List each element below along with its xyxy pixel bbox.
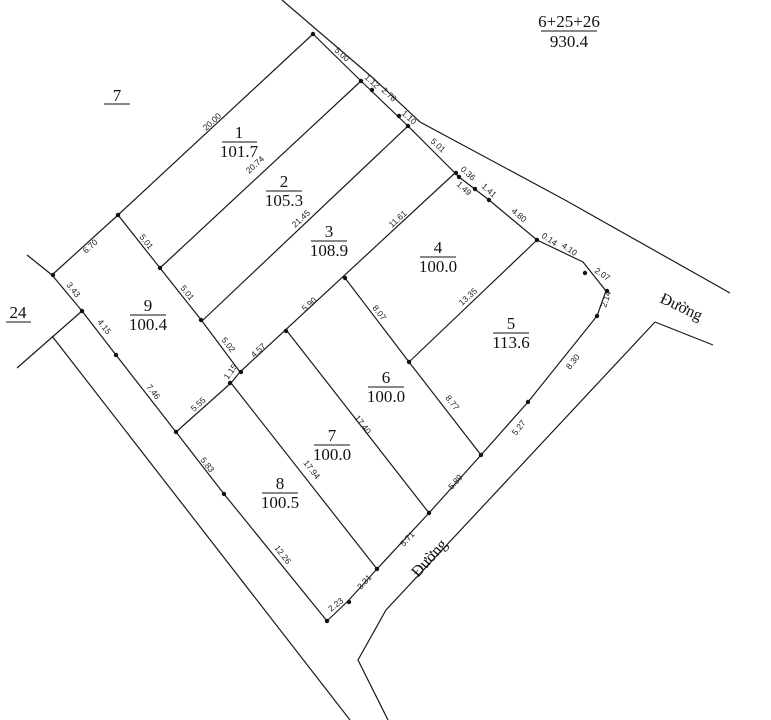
lot-area: 105.3	[265, 191, 303, 210]
survey-points	[50, 31, 610, 624]
dim-label: 7.46	[144, 382, 162, 401]
lot-2[interactable]: 2 105.3	[265, 172, 303, 210]
dim-label: 5.00	[333, 45, 352, 64]
lot-labels: 1 101.7 2 105.3 3 108.9 4 100.0 5 113.6 …	[129, 123, 530, 512]
lot-6[interactable]: 6 100.0	[367, 368, 405, 406]
dim-label: 21.45	[290, 208, 313, 230]
lot-number: 5	[507, 314, 516, 333]
dim-label: 12.26	[272, 543, 293, 566]
dim-label: 4.15	[95, 317, 113, 336]
neighbor-parcel-area: 930.4	[550, 32, 589, 51]
lot-number: 1	[235, 123, 244, 142]
lot-area: 100.4	[129, 315, 168, 334]
dim-label: 8.07	[370, 303, 388, 322]
lot-area: 113.6	[492, 333, 530, 352]
dim-label: 3.43	[64, 280, 82, 299]
lot-area: 100.0	[367, 387, 405, 406]
road-boundaries	[16, 0, 731, 720]
dim-label: 4.57	[249, 341, 268, 360]
lot-1[interactable]: 1 101.7	[220, 123, 259, 161]
neighbor-parcel-24: 24	[10, 303, 28, 322]
lot-area: 100.0	[313, 445, 351, 464]
dim-label: 17.40	[352, 413, 373, 436]
dim-label: 5.01	[429, 136, 448, 155]
lot-number: 6	[382, 368, 391, 387]
dim-label: 5.01	[137, 232, 155, 251]
lot-4[interactable]: 4 100.0	[419, 238, 457, 276]
lot-number: 4	[434, 238, 443, 257]
dim-label: 1.10	[400, 108, 419, 127]
dim-label: 1.12	[363, 72, 382, 91]
lot-area: 100.5	[261, 493, 299, 512]
dim-label: 20.00	[201, 111, 224, 133]
dim-label: 1.41	[480, 181, 499, 200]
road-label-south: Đường	[408, 536, 451, 581]
dim-label: 2.14	[598, 290, 613, 309]
lot-9[interactable]: 9 100.4	[129, 296, 168, 334]
dim-label: 5.90	[300, 295, 319, 314]
dim-label: 5.71	[398, 529, 417, 548]
neighbor-parcel-7: 7	[113, 86, 122, 105]
lot-number: 8	[276, 474, 285, 493]
dim-label: 4.80	[510, 206, 529, 224]
dim-label: 2.07	[593, 265, 613, 283]
dim-label: 6.70	[81, 237, 100, 256]
dim-label: 5.01	[178, 283, 196, 302]
dim-label: 2.23	[326, 595, 345, 613]
dim-label: 5.89	[446, 472, 465, 491]
dim-label: 5.55	[189, 395, 208, 414]
dim-label: 13.35	[457, 286, 480, 308]
lot-3[interactable]: 3 108.9	[310, 222, 348, 260]
lot-area: 101.7	[220, 142, 259, 161]
dim-label: 5.27	[510, 418, 528, 437]
lot-area: 108.9	[310, 241, 348, 260]
road-label-east: Đường	[657, 290, 705, 324]
lot-8[interactable]: 8 100.5	[261, 474, 299, 512]
lot-boundaries	[51, 33, 607, 622]
neighbor-labels: 7 24 6+25+26 930.4	[6, 12, 600, 323]
lot-number: 7	[328, 426, 337, 445]
lot-number: 9	[144, 296, 153, 315]
dim-label: 1.15	[221, 362, 239, 382]
lot-7[interactable]: 7 100.0	[313, 426, 351, 464]
dim-label: 5.02	[219, 335, 237, 354]
road-labels: Đường Đường	[408, 290, 705, 580]
lot-area: 100.0	[419, 257, 457, 276]
neighbor-parcel-6-25-26: 6+25+26	[538, 12, 600, 31]
lot-5[interactable]: 5 113.6	[492, 314, 530, 352]
lot-number: 3	[325, 222, 334, 241]
lot-number: 2	[280, 172, 289, 191]
